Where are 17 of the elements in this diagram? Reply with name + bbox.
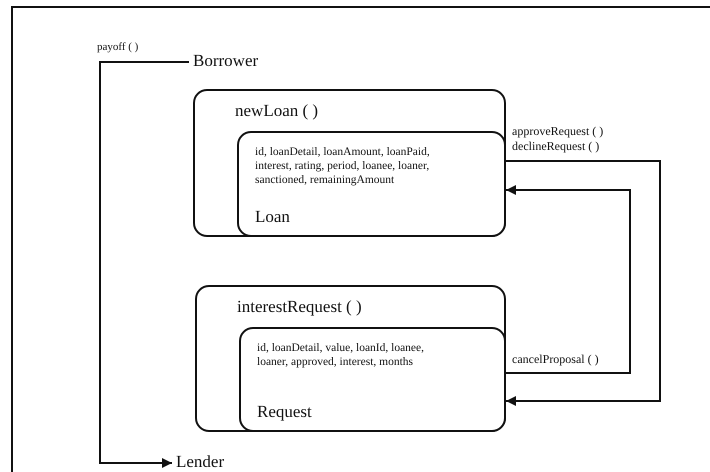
entity-box [237, 131, 506, 237]
actor-name: Lender [176, 452, 224, 472]
edge-label: cancelProposal ( ) [512, 352, 599, 367]
function-box [195, 285, 506, 432]
entity-name: Loan [255, 207, 290, 227]
entity-box [239, 327, 506, 432]
arrow [506, 185, 631, 374]
attribute-list: id, loanDetail, value, loanId, loanee, loaner, approved, interest, months [257, 341, 457, 369]
function-name: newLoan ( ) [235, 101, 318, 121]
edge-label: payoff ( ) [97, 41, 138, 54]
function-box [193, 89, 506, 237]
attribute-list: id, loanDetail, loanAmount, loanPaid, interest, rating, period, loanee, loaner, sanctioned, remainingAmount [255, 145, 455, 187]
actor-name: Borrower [193, 51, 258, 71]
arrow [506, 160, 661, 406]
function-name: interestRequest ( ) [237, 297, 362, 317]
entity-name: Request [257, 402, 312, 422]
arrow [99, 61, 189, 468]
